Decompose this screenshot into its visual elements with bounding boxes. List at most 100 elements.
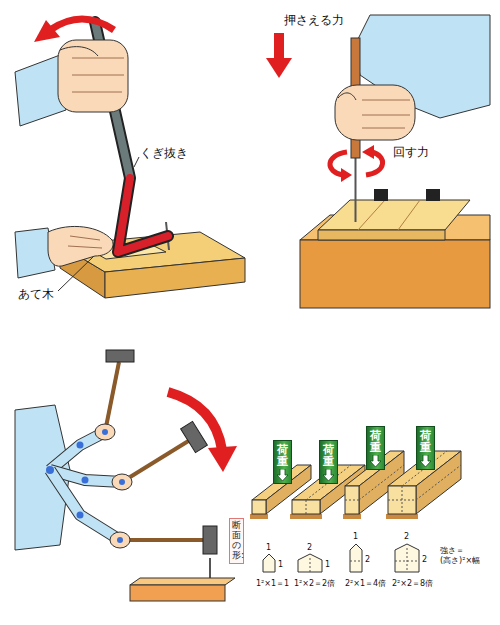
wood-block bbox=[130, 585, 225, 601]
cross-section bbox=[310, 558, 311, 572]
hand bbox=[362, 100, 410, 128]
fist bbox=[72, 58, 124, 92]
hand bbox=[95, 424, 132, 548]
hammer-scene bbox=[15, 350, 237, 601]
load-box: 荷重 bbox=[416, 426, 435, 470]
hand bbox=[110, 532, 130, 548]
arm-positions bbox=[50, 470, 120, 540]
part-name: あて木 bbox=[18, 287, 54, 301]
load-arrow bbox=[370, 455, 381, 467]
wood-board bbox=[358, 200, 420, 230]
formula: 1²×1＝1 bbox=[256, 579, 289, 589]
dimension: 1 bbox=[353, 532, 358, 542]
swing-arrow bbox=[168, 392, 222, 450]
load-arrow bbox=[370, 455, 381, 467]
load-arrow bbox=[323, 469, 334, 481]
cross-section bbox=[263, 554, 275, 572]
hammer bbox=[106, 350, 134, 362]
joint-dot bbox=[102, 429, 108, 435]
nail-puller bbox=[118, 178, 168, 252]
press-arrow bbox=[266, 33, 292, 78]
left-hand bbox=[15, 226, 113, 278]
beam bbox=[306, 465, 351, 514]
dimension: 1 bbox=[266, 543, 271, 553]
beam bbox=[290, 514, 322, 519]
load-arrow bbox=[277, 469, 288, 481]
turn-arrow bbox=[362, 145, 374, 159]
arm-positions bbox=[50, 432, 122, 540]
part-name: くぎ抜き bbox=[140, 146, 188, 160]
clamp bbox=[426, 189, 440, 201]
arm-positions bbox=[50, 432, 105, 470]
hand bbox=[338, 93, 356, 100]
beam bbox=[290, 465, 365, 519]
hand bbox=[335, 85, 415, 140]
table bbox=[300, 240, 490, 308]
load-label: 荷重 bbox=[370, 430, 381, 454]
hand bbox=[95, 424, 115, 440]
turn-arrow bbox=[330, 145, 383, 182]
beam bbox=[343, 514, 361, 519]
load-arrow bbox=[420, 455, 431, 467]
load-label: 荷重 bbox=[420, 430, 431, 454]
load-label: 荷重 bbox=[277, 444, 288, 468]
wood-block bbox=[130, 578, 235, 585]
force-label: 回す力 bbox=[393, 145, 429, 159]
hand bbox=[112, 474, 132, 490]
awl-scene bbox=[266, 15, 490, 308]
load-arrow bbox=[420, 455, 431, 467]
cross-section bbox=[298, 554, 322, 572]
hammer bbox=[203, 526, 217, 554]
formula: 2²×1＝4倍 bbox=[345, 579, 386, 589]
hammer bbox=[105, 362, 119, 432]
leader-line bbox=[134, 157, 139, 167]
joint-dot bbox=[77, 512, 84, 519]
pull-arrow bbox=[34, 20, 60, 42]
wood-board bbox=[318, 200, 470, 230]
load-arrow bbox=[323, 469, 334, 481]
left-hand bbox=[48, 226, 113, 266]
dimension: 2 bbox=[365, 555, 370, 565]
strength-note: 強さ＝ (高さ)²×幅 bbox=[440, 546, 488, 565]
dimension: 1 bbox=[278, 560, 283, 570]
wood-block bbox=[130, 578, 235, 601]
dimension: 2 bbox=[307, 543, 312, 553]
joint-dot bbox=[119, 479, 125, 485]
joint-dot bbox=[46, 429, 125, 543]
awl-rod bbox=[355, 158, 357, 222]
left-hand bbox=[68, 236, 102, 248]
clamp bbox=[374, 189, 440, 201]
dimension: 2 bbox=[422, 555, 427, 565]
fist bbox=[58, 40, 128, 112]
force-label: 押さえる力 bbox=[284, 13, 344, 27]
clamp bbox=[374, 189, 388, 201]
swing-arrow bbox=[168, 392, 237, 472]
beam bbox=[345, 486, 359, 514]
press-arrow bbox=[274, 33, 284, 59]
fist bbox=[60, 47, 98, 56]
joint-dot bbox=[46, 466, 54, 474]
press-arrow bbox=[266, 58, 292, 78]
joint-dot bbox=[77, 442, 84, 449]
beam bbox=[292, 500, 320, 514]
load-box: 荷重 bbox=[366, 426, 385, 470]
fist bbox=[58, 40, 128, 112]
cross-section bbox=[395, 544, 419, 572]
dimension: 1 bbox=[325, 560, 330, 570]
beam bbox=[388, 451, 461, 514]
formula: 1²×2＝2倍 bbox=[294, 579, 335, 589]
pull-arrow bbox=[34, 19, 114, 42]
pull-arrow bbox=[50, 19, 114, 30]
formula: 2²×2＝8倍 bbox=[392, 579, 433, 589]
load-arrow bbox=[277, 469, 288, 481]
arm-positions bbox=[50, 432, 105, 470]
wood-board bbox=[105, 258, 245, 298]
wood-board bbox=[318, 200, 470, 240]
hammer bbox=[120, 538, 203, 542]
joint-dot bbox=[82, 477, 89, 484]
hand bbox=[335, 85, 415, 140]
beam bbox=[252, 500, 266, 514]
cross-section bbox=[350, 544, 362, 572]
